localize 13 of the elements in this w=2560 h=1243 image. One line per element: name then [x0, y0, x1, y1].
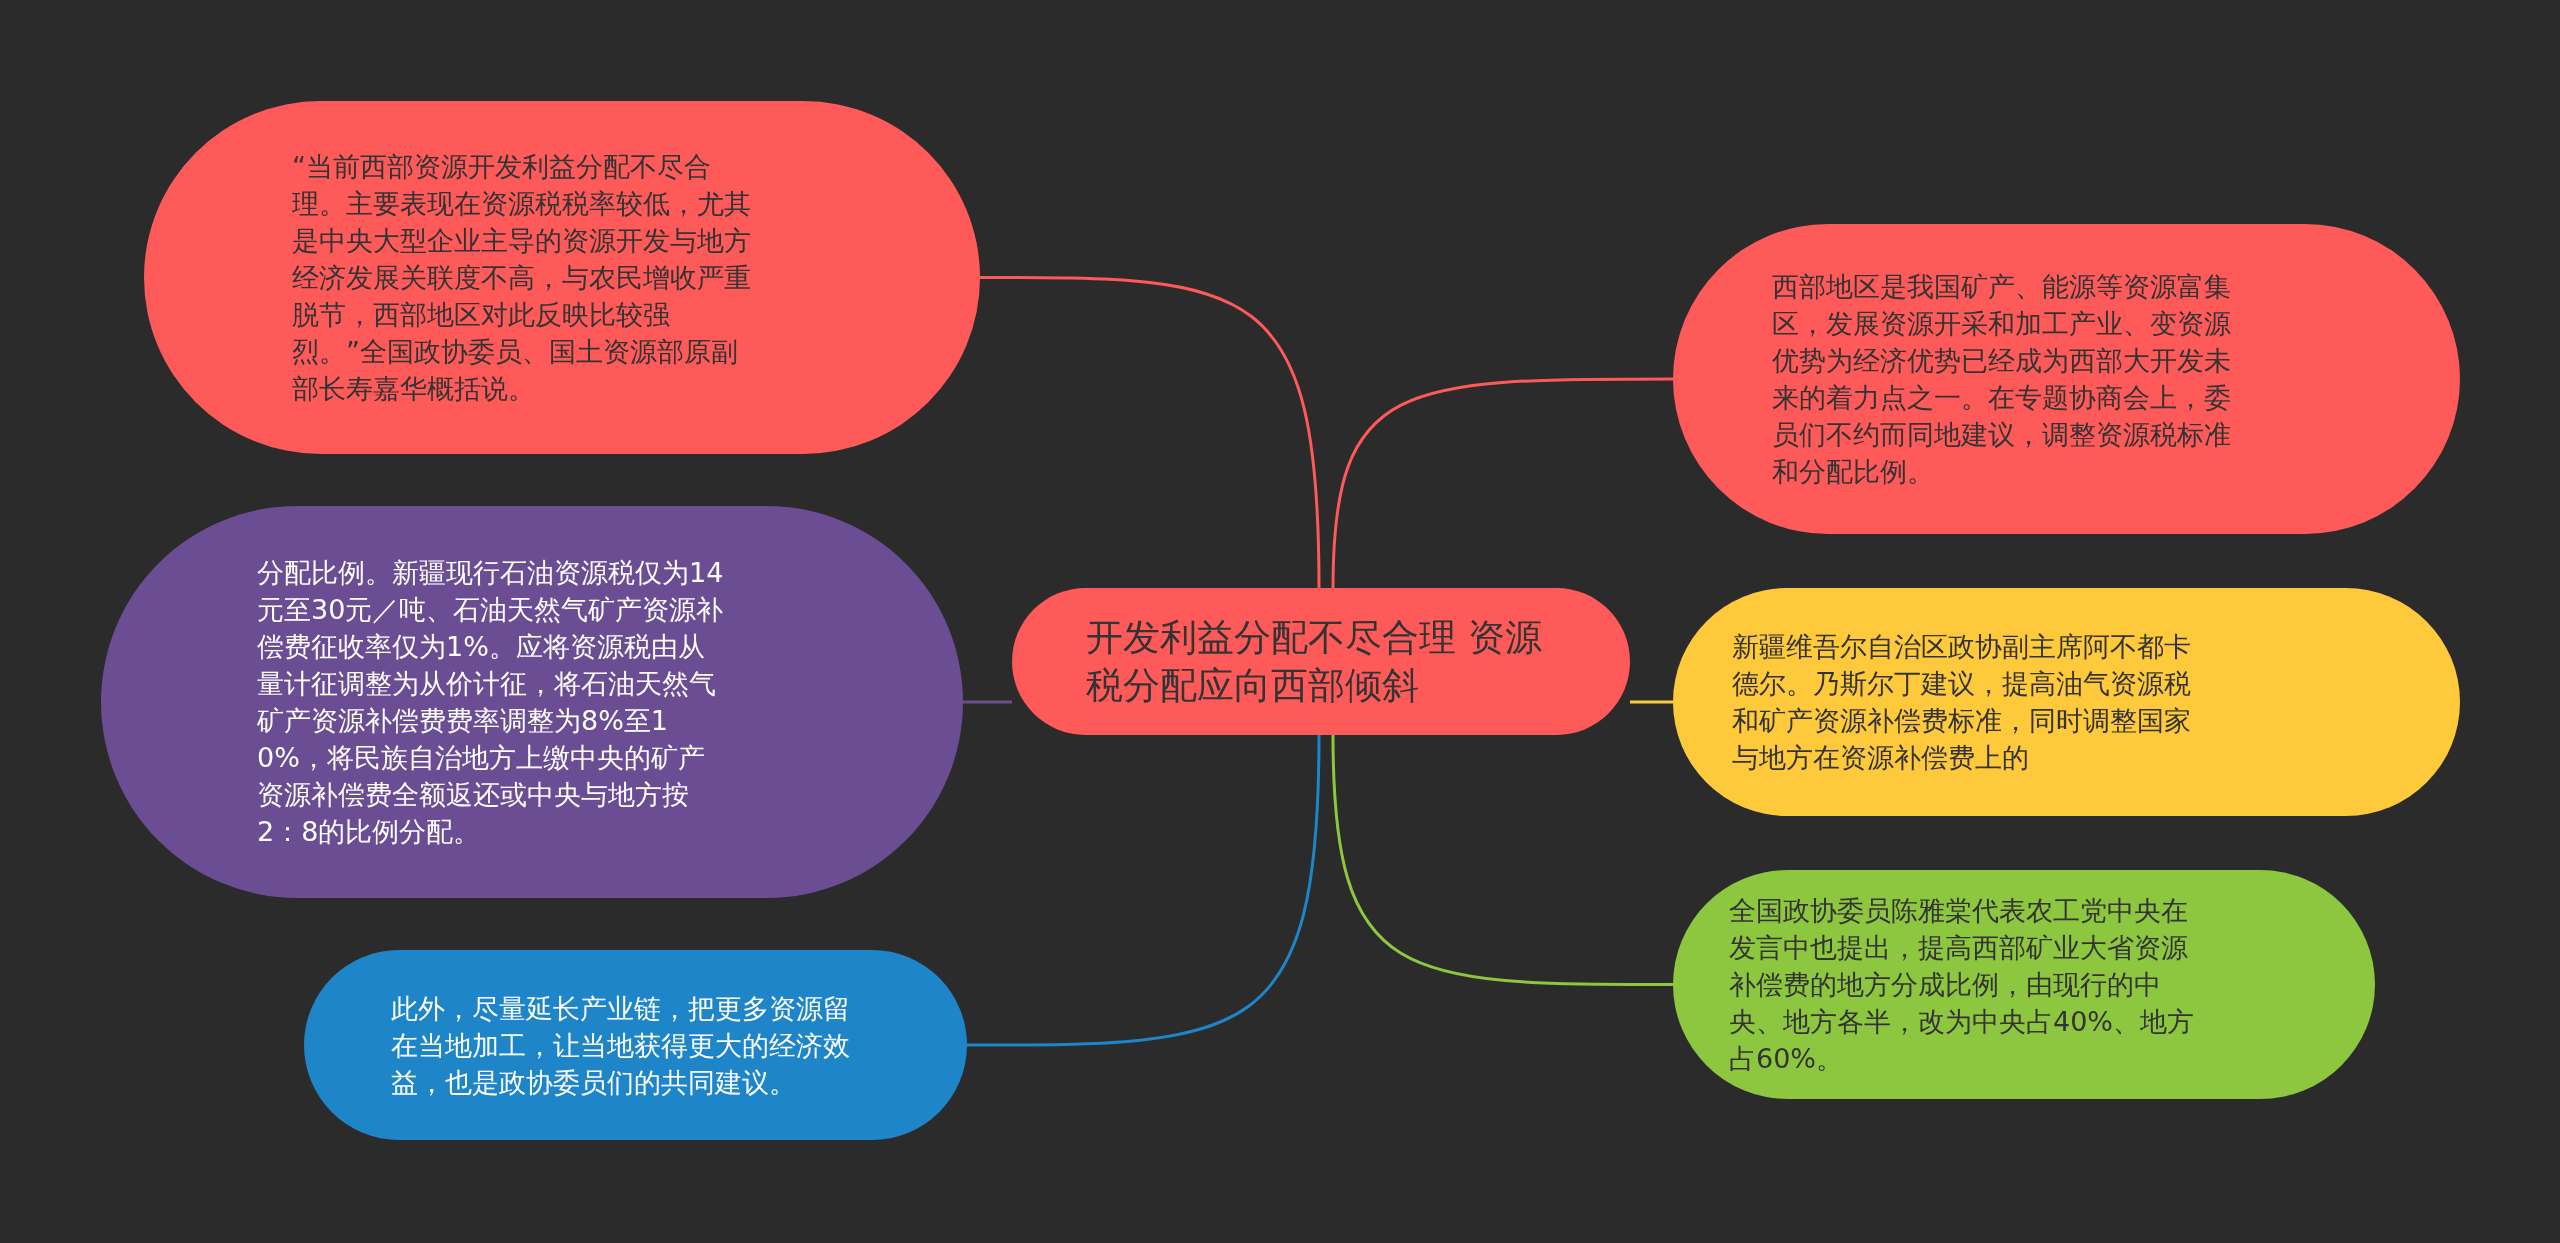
topic-text: 全国政协委员陈雅棠代表农工党中央在发言中也提出，提高西部矿业大省资源补偿费的地方分成比例，由现行的中央、地方各半，改为中央占40%、地方占60%。 [1729, 894, 2195, 1076]
connector-line [963, 700, 1012, 704]
connector-line [980, 276, 1321, 589]
connector-line [1331, 734, 1673, 986]
connector-line [1331, 377, 1673, 589]
connector-line [1630, 700, 1673, 704]
topic-text: “当前西部资源开发利益分配不尽合理。主要表现在资源税税率较低，尤其是中央大型企业主导的资源开发与地方经济发展关联度不高，与农民增收严重脱节，西部地区对此反映比较强烈。”全国政协委员、国土资源部原副部长寿嘉华概括说。 [292, 150, 752, 406]
topic-text: 新疆维吾尔自治区政协副主席阿不都卡德尔。乃斯尔丁建议，提高油气资源税和矿产资源补偿费标准，同时调整国家与地方在资源补偿费上的 [1731, 630, 2192, 775]
connector-line [967, 734, 1321, 1047]
topic-text: 此外，尽量延长产业链，把更多资源留在当地加工，让当地获得更大的经济效益，也是政协委员们的共同建议。 [390, 991, 851, 1100]
topic-text: 分配比例。新疆现行石油资源税仅为14元至30元／吨、石油天然气矿产资源补偿费征收率仅为1%。应将资源税由从量计征调整为从价计征，将石油天然气矿产资源补偿费费率调整为8%至10%，将民族自治地方上缴中央的矿产资源补偿费全额返还或中央与地方按2：8的比例分配。 [257, 556, 725, 849]
topic-text: 西部地区是我国矿产、能源等资源富集区，发展资源开采和加工产业、变资源优势为经济优势已经成为西部大开发未来的着力点之一。在专题协商会上，委员们不约而同地建议，调整资源税标准和分配比例。 [1771, 270, 2232, 489]
topic-text: 开发利益分配不尽合理 资源税分配应向西部倾斜 [1086, 614, 1543, 709]
